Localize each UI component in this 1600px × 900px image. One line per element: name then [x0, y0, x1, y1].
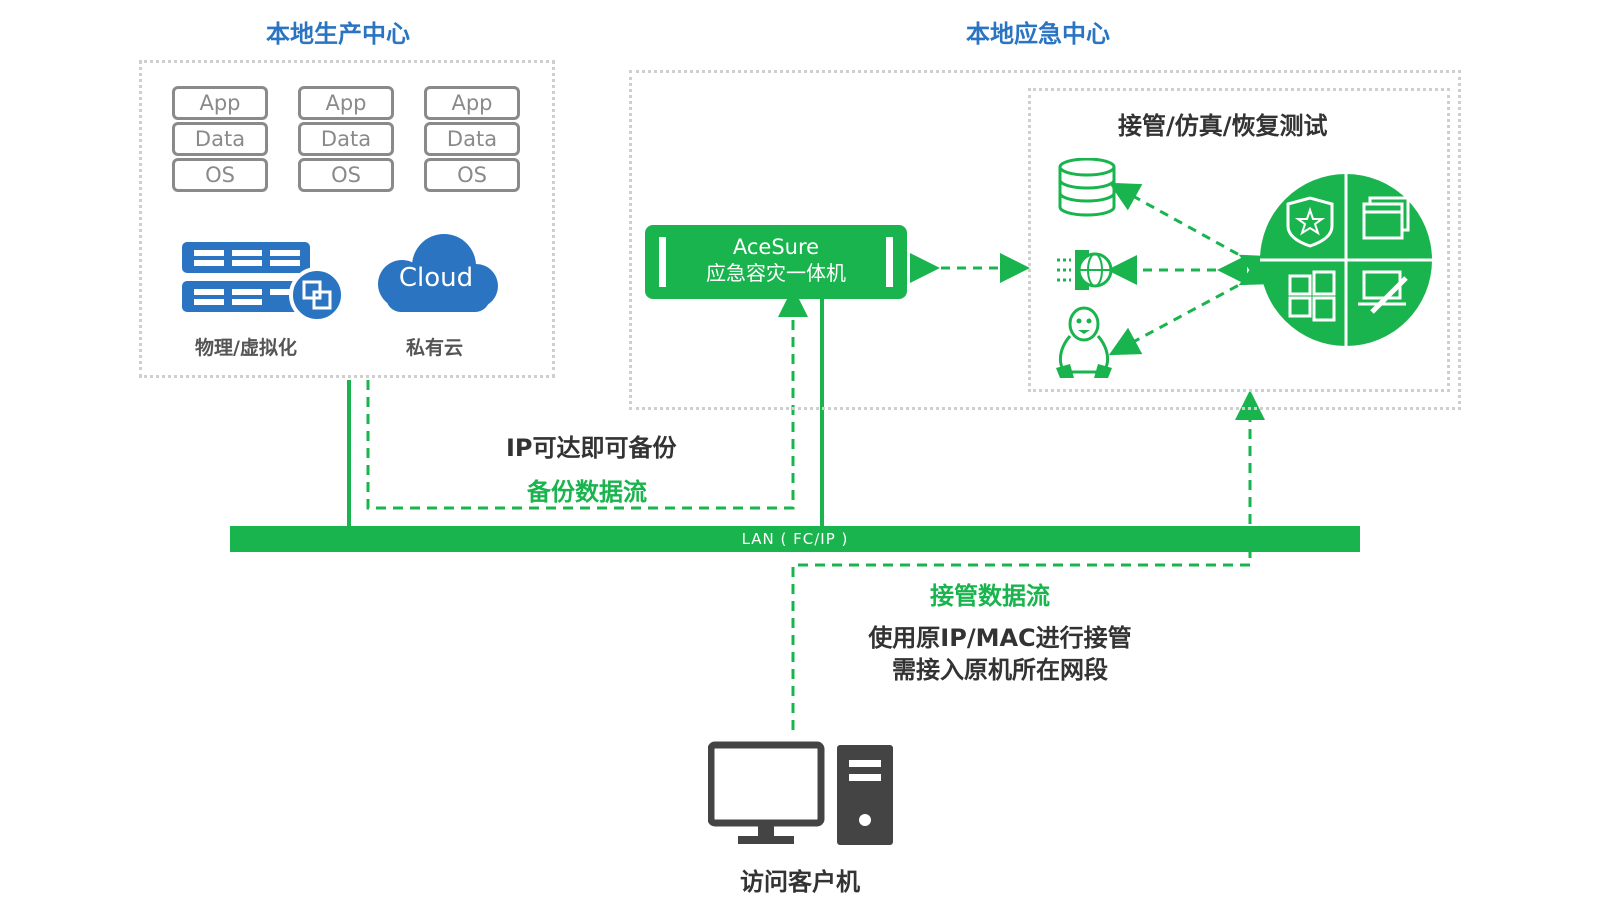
- tower-pc-icon: [837, 745, 893, 845]
- circle-linux-arrow: [1108, 257, 1273, 356]
- stack-app: App: [424, 86, 520, 120]
- test-box-title: 接管/仿真/恢复测试: [1118, 112, 1328, 140]
- client-computer: [708, 741, 893, 845]
- browser-window-icon: [1362, 196, 1410, 240]
- stack-data: Data: [172, 122, 268, 156]
- stack-app: App: [298, 86, 394, 120]
- monitor-icon: [708, 741, 825, 844]
- ip-reachable-label: IP可达即可备份: [506, 434, 677, 462]
- appliance-right-bar: [886, 237, 893, 287]
- app-stack-1: App Data OS: [172, 86, 268, 194]
- database-icon: [1058, 158, 1116, 217]
- app-stack-2: App Data OS: [298, 86, 394, 194]
- emergency-center-box: [629, 70, 1461, 410]
- circle-db-arrow: [1108, 182, 1273, 283]
- stack-data: Data: [298, 122, 394, 156]
- acesure-appliance: AceSure 应急容灾一体机: [645, 225, 907, 299]
- cloud-icon: [378, 234, 498, 312]
- platforms-circle: [1260, 174, 1432, 346]
- production-center-title: 本地生产中心: [266, 20, 410, 48]
- takeover-flow-line: [791, 390, 1265, 730]
- takeover-note-2: 需接入原机所在网段: [892, 656, 1108, 684]
- stack-data: Data: [424, 122, 520, 156]
- appliance-left-bar: [659, 237, 666, 287]
- backup-flow-line: [366, 287, 808, 510]
- backup-flow-label: 备份数据流: [527, 478, 647, 506]
- lan-bar: LAN ( FC/IP ): [230, 526, 1360, 552]
- security-shield-icon: [1286, 196, 1334, 248]
- emergency-center-title: 本地应急中心: [966, 20, 1110, 48]
- cloud-text: Cloud: [398, 263, 474, 293]
- takeover-flow-label: 接管数据流: [930, 582, 1050, 610]
- appliance-subtitle: 应急容灾一体机: [706, 261, 846, 285]
- stack-os: OS: [172, 158, 268, 192]
- app-stack-3: App Data OS: [424, 86, 520, 194]
- stack-app: App: [172, 86, 268, 120]
- appliance-name: AceSure: [732, 235, 820, 259]
- stack-os: OS: [298, 158, 394, 192]
- linux-penguin-icon: [1056, 306, 1112, 378]
- firewall-globe-icon: [1057, 250, 1113, 290]
- client-label: 访问客户机: [740, 868, 860, 896]
- private-cloud-label: 私有云: [406, 337, 464, 359]
- windows-logo-icon: [1288, 270, 1336, 322]
- laptop-edit-icon: [1358, 270, 1408, 314]
- production-center-box: [139, 60, 555, 378]
- stack-os: OS: [424, 158, 520, 192]
- test-box: [1028, 88, 1450, 392]
- server-rack-icon: [182, 242, 345, 323]
- takeover-note-1: 使用原IP/MAC进行接管: [868, 624, 1132, 652]
- physical-virtual-label: 物理/虚拟化: [195, 337, 297, 359]
